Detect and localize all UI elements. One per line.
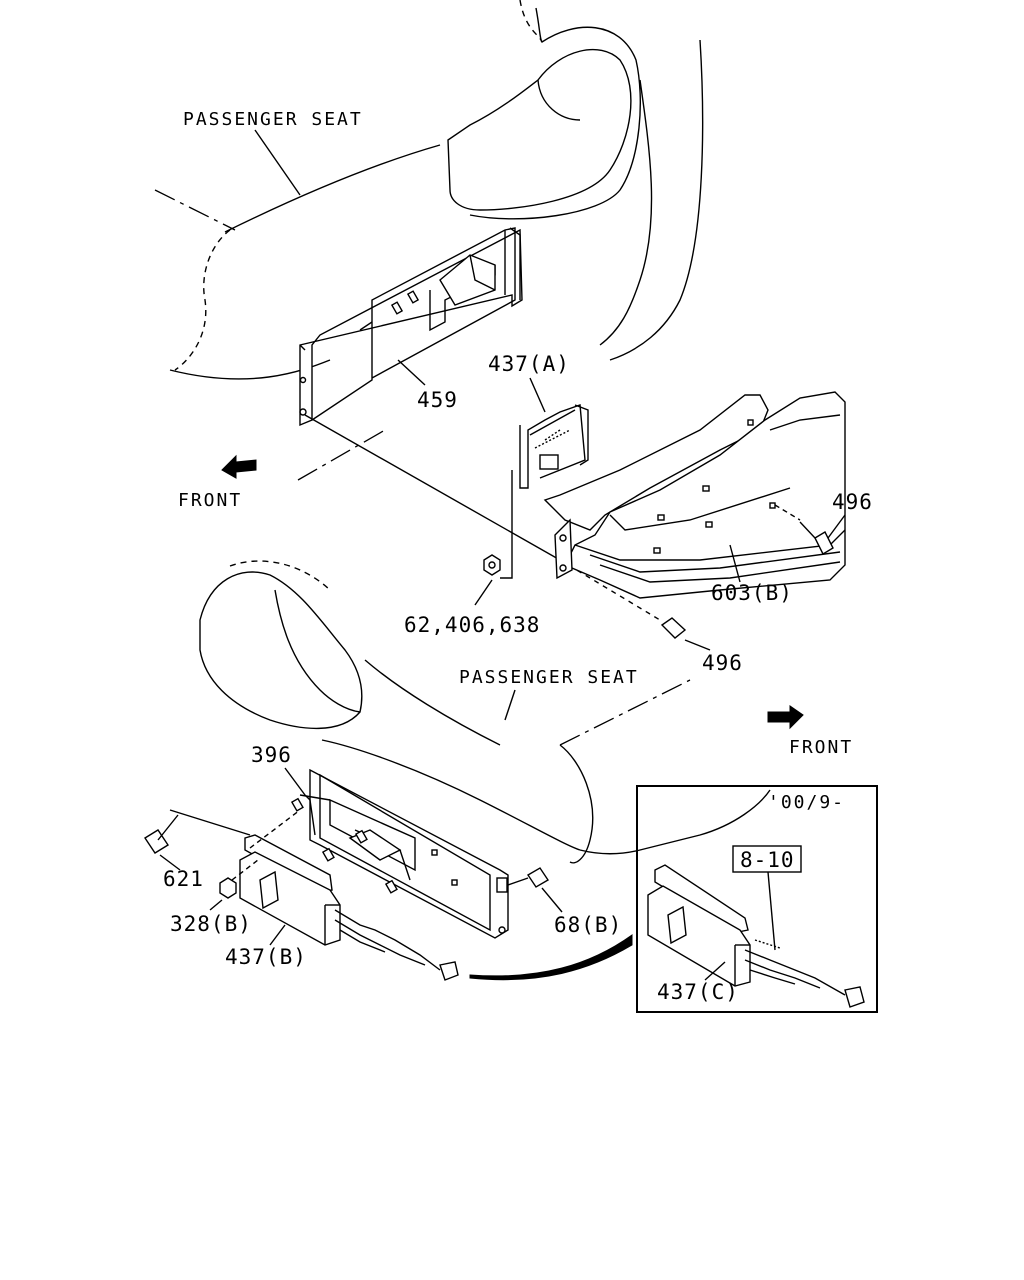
label-459: 459 [417, 388, 458, 412]
front-arrow-top [221, 454, 257, 479]
leader-passenger-seat-bottom [504, 689, 516, 721]
airbag-sensor-bracket-437a [519, 404, 589, 489]
leader-437a [529, 377, 546, 413]
airbag-sensor-437b [169, 809, 459, 981]
label-603b: 603(B) [711, 581, 793, 605]
label-front-top: FRONT [178, 490, 242, 511]
hidden-line-a [297, 429, 386, 481]
leader-621 [159, 854, 181, 871]
inset-pointer-swoosh [469, 934, 633, 981]
bolt-621 [144, 814, 179, 854]
lower-passenger-seat-outline [199, 560, 771, 864]
label-62-406-638: 62,406,638 [404, 613, 540, 637]
connector-line-459-603 [304, 414, 561, 561]
label-496-right: 496 [832, 490, 873, 514]
label-437c: 437(C) [657, 980, 739, 1004]
leader-603b [729, 544, 741, 583]
bolt-496-bottom [660, 617, 711, 651]
bolt-68b [507, 867, 549, 888]
label-passenger-seat-bottom: PASSENGER SEAT [459, 667, 639, 688]
front-arrow-bottom [767, 705, 804, 730]
label-396: 396 [251, 743, 292, 767]
label-passenger-seat-top: PASSENGER SEAT [183, 109, 363, 130]
label-inset-date: '00/9- [768, 792, 845, 813]
leader-437c [704, 961, 726, 981]
leader-passenger-seat-top [254, 129, 301, 196]
leader-328b [209, 899, 223, 911]
leader-496-right [827, 514, 846, 539]
label-496-bottom: 496 [702, 651, 743, 675]
seat-side-module-603b [543, 391, 846, 599]
bracket-459 [299, 227, 523, 427]
label-inset-ref: 8-10 [740, 848, 795, 872]
label-437a: 437(A) [488, 352, 570, 376]
leader-437b [269, 924, 286, 946]
inset-box [636, 785, 878, 1013]
bracket-396 [290, 768, 509, 939]
airbag-sensor-437c [647, 864, 865, 1008]
label-621: 621 [163, 867, 204, 891]
label-328b: 328(B) [170, 912, 252, 936]
nut-62-406-638 [474, 470, 513, 606]
leader-68b [541, 887, 563, 913]
upper-passenger-seat-outline [154, 0, 704, 380]
inset-ref-box [732, 845, 802, 873]
label-437b: 437(B) [225, 945, 307, 969]
leader-396 [284, 767, 306, 796]
bolt-496-right [774, 504, 834, 555]
leader-459 [397, 359, 426, 386]
nut-328b [219, 859, 259, 899]
label-front-bottom: FRONT [789, 737, 853, 758]
label-68b: 68(B) [554, 913, 622, 937]
